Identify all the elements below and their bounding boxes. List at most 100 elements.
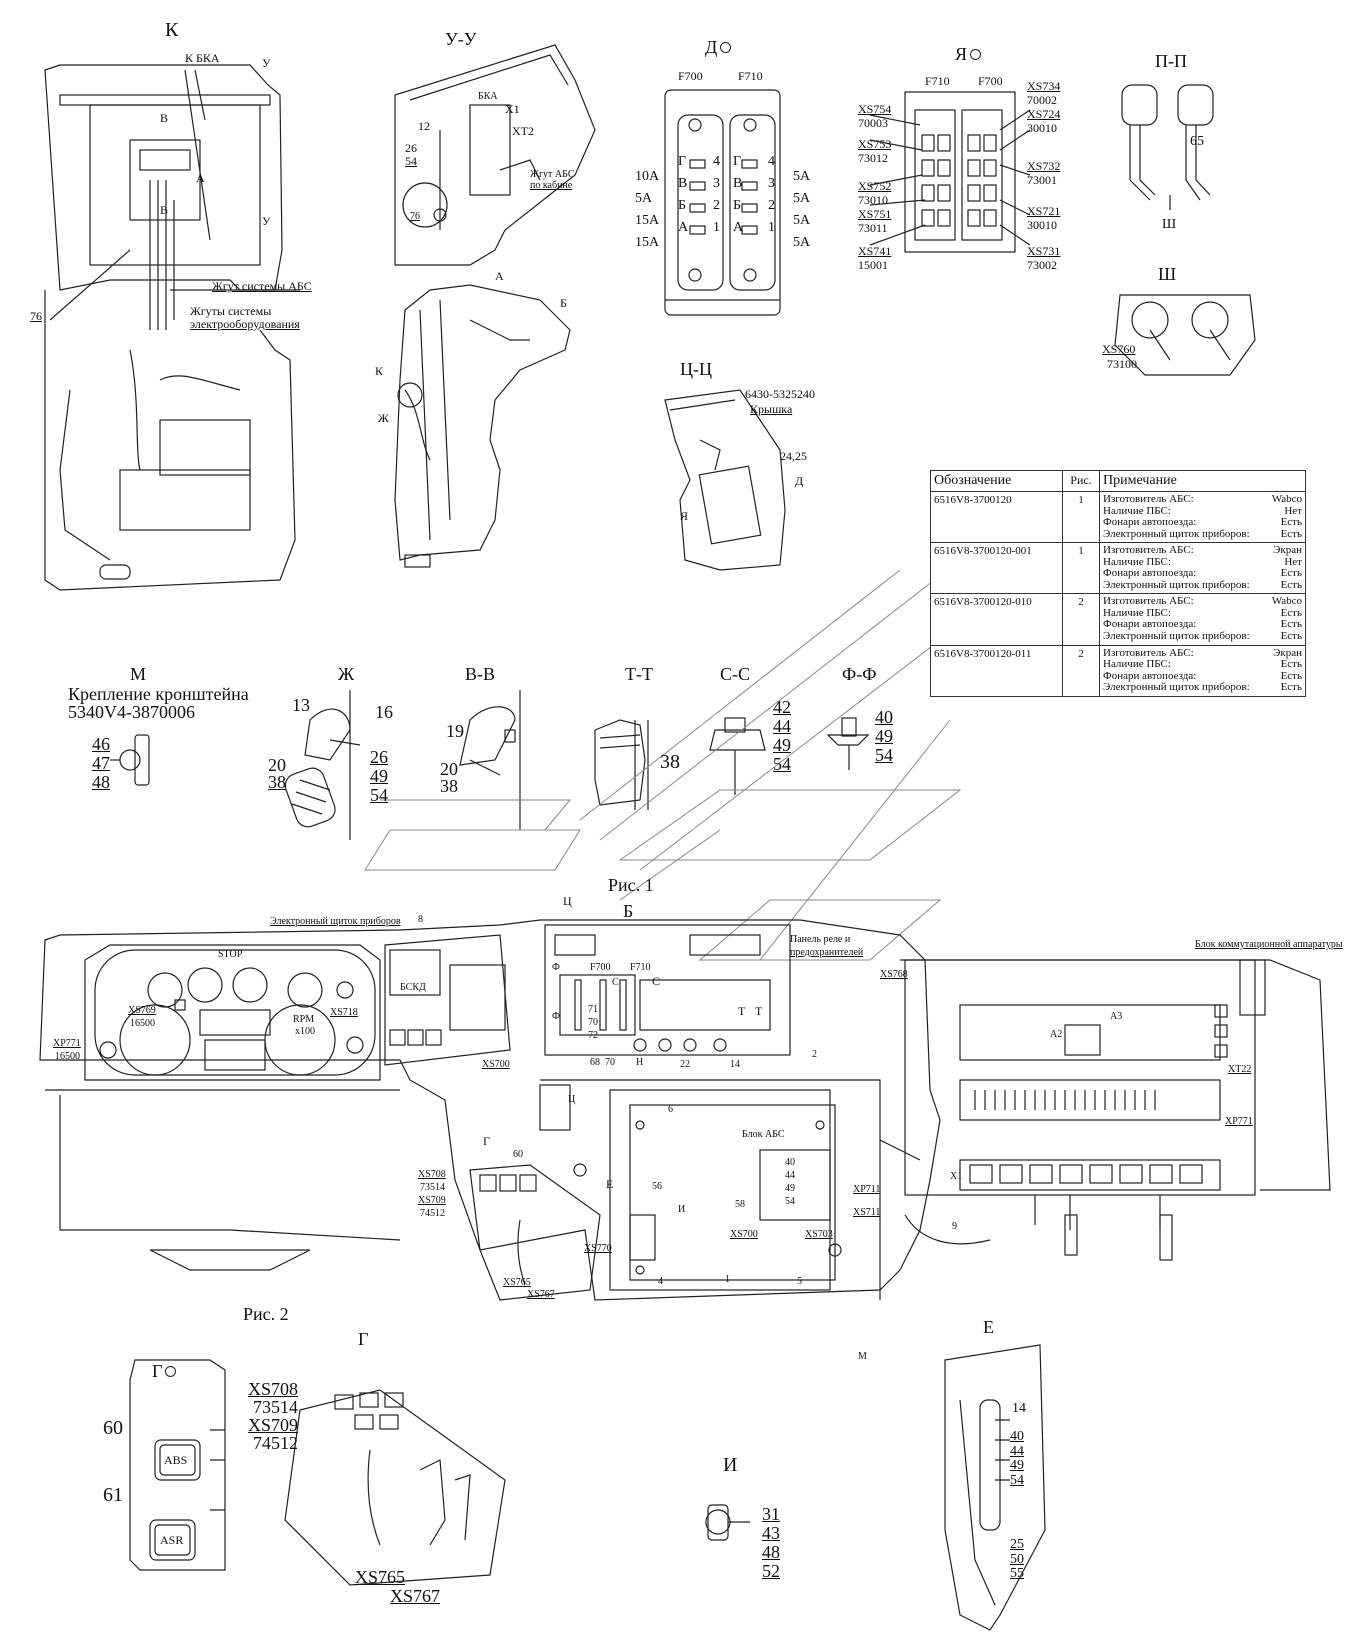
sh-73100-label: 73100 bbox=[1107, 357, 1137, 371]
d-left-amps: 10А 5А 15А 15А bbox=[635, 169, 660, 258]
view-a-title: А bbox=[495, 269, 504, 283]
g2-73514-label: 73514 bbox=[253, 1397, 298, 1417]
view-a-drawing bbox=[394, 284, 571, 568]
ya-xs732: XS732 bbox=[1027, 159, 1061, 173]
fig1-xs700b-label: XS700 bbox=[730, 1229, 758, 1240]
k-harness-abs-label: Жгут системы АБС bbox=[212, 279, 312, 293]
fig1-stop-label: STOP bbox=[218, 949, 243, 960]
ya-xs753: XS753 bbox=[858, 137, 892, 151]
view-ya-drawing bbox=[869, 91, 1031, 253]
uu-harness2-label: по кабине bbox=[530, 180, 573, 191]
uu-x1-label: X1 bbox=[505, 102, 520, 116]
view-ss-ff-drawing bbox=[709, 717, 870, 795]
ya-xs731: XS731 bbox=[1027, 244, 1061, 258]
m-caption-1: Крепление кронштейна bbox=[68, 684, 249, 704]
cc-part-label: 6430-5325240 bbox=[745, 387, 815, 401]
e-mid-parts: 40 44 49 54 bbox=[1010, 1429, 1024, 1489]
spec-cell-fig: 1 bbox=[1062, 542, 1100, 595]
fig1-xs768-label: XS768 bbox=[880, 969, 908, 980]
k-harness-el2-label: электрооборудования bbox=[190, 317, 300, 331]
fig1-4-label: 4 bbox=[658, 1276, 663, 1287]
spec-cell-fig: 2 bbox=[1062, 644, 1100, 697]
spec-header-designation: Обозначение bbox=[930, 470, 1063, 492]
fig1-xs700a-label: XS700 bbox=[482, 1059, 510, 1070]
fig1-xs769-label: XS769 bbox=[128, 1005, 156, 1016]
ya-f700-label: F700 bbox=[978, 74, 1003, 88]
view-vv-drawing bbox=[459, 690, 521, 830]
g-60-label: 60 bbox=[103, 1417, 123, 1439]
fig1-title: Рис. 1 bbox=[608, 875, 654, 895]
zh-13: 13 bbox=[292, 695, 310, 715]
fig1-bskd-label: БСКД bbox=[400, 982, 426, 993]
d-right-amps: 5А 5А 5А 5А bbox=[793, 169, 811, 250]
fig1-68-label: 68 bbox=[590, 1057, 600, 1068]
fig1-xp771-label: XP771 bbox=[53, 1038, 81, 1049]
fig1-14-label: 14 bbox=[730, 1059, 740, 1070]
a-zh-label: Ж bbox=[378, 411, 389, 425]
ya-30010a: 30010 bbox=[1027, 121, 1057, 135]
fig1-c-label: Ц bbox=[563, 894, 572, 908]
k-b2-label: В bbox=[160, 203, 169, 217]
ya-f710-label: F710 bbox=[925, 74, 950, 88]
vv-38: 38 bbox=[440, 776, 458, 796]
cc-2425-label: 24,25 bbox=[780, 449, 807, 463]
fig1-xs703-label: XS703 bbox=[805, 1229, 833, 1240]
ya-73012: 73012 bbox=[858, 151, 888, 165]
fig1-8-label: 8 bbox=[418, 914, 423, 925]
view-ring-icon bbox=[970, 49, 982, 60]
view-d-title: Д bbox=[705, 38, 732, 56]
fig1-xs767-label: XS767 bbox=[527, 1289, 555, 1300]
uu-harness1-label: Жгут АБС bbox=[530, 169, 575, 180]
uu-xt2-label: XT2 bbox=[512, 124, 534, 138]
view-cc-drawing bbox=[664, 389, 786, 571]
fig1-a2-label: A2 bbox=[1050, 1029, 1063, 1040]
fig1-e-label: Е bbox=[606, 1177, 614, 1191]
spec-cell-fig: 2 bbox=[1062, 593, 1100, 646]
k-bka-label: К БКА bbox=[185, 51, 220, 65]
g2-74512-label: 74512 bbox=[253, 1433, 298, 1453]
e-low-parts: 25 50 55 bbox=[1010, 1537, 1024, 1582]
fig1-s2-label: С bbox=[652, 974, 661, 988]
fig1-22-label: 22 bbox=[680, 1059, 690, 1070]
view-g-title: Г bbox=[152, 1362, 177, 1380]
table-row: 6516V8-3700120-011 2 Изготовитель АБС:Эк… bbox=[930, 644, 1306, 697]
view-e-drawing bbox=[944, 1344, 1046, 1631]
view-ya-title: Я bbox=[955, 45, 982, 63]
cc-d-label: Д bbox=[795, 474, 804, 488]
fig1-60-label: 60 bbox=[513, 1149, 523, 1160]
fig1-40-label: 40 bbox=[785, 1157, 795, 1168]
view-g2-title: Г bbox=[358, 1329, 369, 1349]
k-a-label: А bbox=[196, 171, 205, 185]
fig1-x100-label: x100 bbox=[295, 1026, 315, 1037]
k-u-bottom-label: У bbox=[262, 214, 271, 228]
view-e-title: Е bbox=[983, 1317, 994, 1337]
fig1-72-label: 72 bbox=[588, 1030, 598, 1041]
vv-19: 19 bbox=[446, 721, 464, 741]
vv-20: 20 bbox=[440, 759, 458, 779]
fig1-ph1-label: Ф bbox=[552, 962, 560, 973]
k-76-label: 76 bbox=[30, 309, 42, 323]
spec-cell-designation: 6516V8-3700120-001 bbox=[930, 542, 1063, 595]
uu-12-label: 12 bbox=[418, 119, 430, 133]
a-k-label: К bbox=[375, 364, 384, 378]
fig1-i-label: И bbox=[678, 1204, 686, 1215]
d-amp-10a: 10А bbox=[635, 169, 660, 184]
view-i-title: И bbox=[723, 1454, 738, 1476]
zh-20: 20 bbox=[268, 755, 286, 775]
fig1-abs-block-label: Блок АБС bbox=[742, 1129, 785, 1140]
fig1-1-label: 1 bbox=[725, 1274, 730, 1285]
ya-73011: 73011 bbox=[858, 221, 888, 235]
fig1-73514-label: 73514 bbox=[420, 1182, 445, 1193]
fig1-b-label: Б bbox=[623, 901, 634, 921]
ya-15001: 15001 bbox=[858, 258, 888, 272]
fig1-s1-label: С bbox=[612, 977, 619, 988]
zh-16: 16 bbox=[375, 702, 393, 722]
fig1-16500b-label: 16500 bbox=[55, 1051, 80, 1062]
view-cc-title: Ц-Ц bbox=[680, 359, 712, 379]
fig1-xs709-label: XS709 bbox=[418, 1195, 446, 1206]
ya-xs724: XS724 bbox=[1027, 107, 1061, 121]
d-f700-label: F700 bbox=[678, 69, 703, 83]
fig1-relay2-label: предохранителей bbox=[790, 947, 864, 958]
